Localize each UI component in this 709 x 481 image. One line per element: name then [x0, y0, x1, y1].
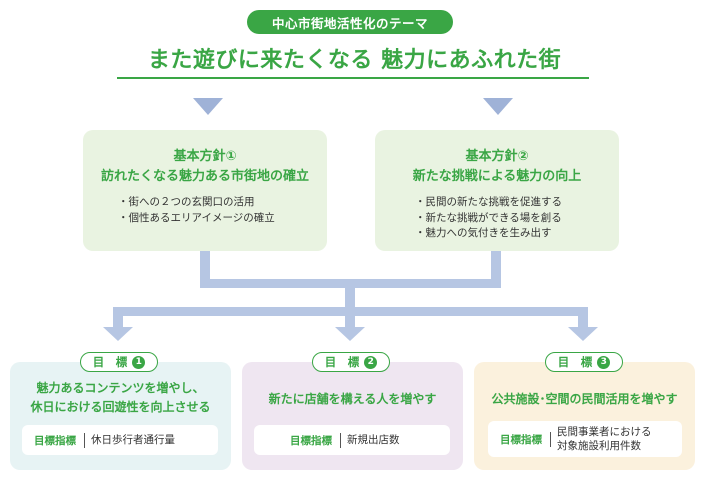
metric-key: 目標指標: [254, 432, 341, 448]
metric-key: 目標指標: [22, 432, 85, 448]
metric-value: 新規出店数: [341, 433, 400, 447]
goal-label: 目 標 1: [80, 352, 158, 372]
policy-box-2: 基本方針② 新たな挑戦による魅力の向上 ・民間の新たな挑戦を促進する ・新たな挑…: [375, 130, 619, 251]
policy-bullet-list: ・街への２つの玄関口の活用 ・個性あるエリアイメージの確立: [118, 195, 327, 226]
main-title: また遊びに来たくなる 魅力にあふれた街: [147, 48, 562, 73]
policy-box-1: 基本方針① 訪れたくなる魅力ある市街地の確立 ・街への２つの玄関口の活用 ・個性…: [83, 130, 327, 251]
metric-value-line: 休日歩行者通行量: [91, 434, 175, 446]
goal-text: 新たに店舗を構える人を増やす: [242, 390, 463, 409]
metric-value-line: 対象施設利用件数: [557, 440, 641, 452]
goal-text: 魅力あるコンテンツを増やし、 休日における回遊性を向上させる: [10, 379, 231, 417]
metric-value-line: 民間事業者における: [557, 426, 652, 438]
down-arrow-icon: [568, 327, 598, 341]
title-underline: [117, 77, 589, 79]
goal-number-badge: 2: [364, 355, 378, 369]
down-arrow-icon: [103, 327, 133, 341]
goal-metric: 目標指標 休日歩行者通行量: [22, 425, 218, 455]
down-arrow-icon: [193, 98, 223, 115]
metric-key: 目標指標: [488, 431, 551, 447]
policy-bullet: ・民間の新たな挑戦を促進する: [415, 196, 562, 208]
connector-line: [113, 307, 123, 329]
goal-text: 公共施設･空間の民間活用を増やす: [474, 390, 695, 409]
goal-metric: 目標指標 新規出店数: [254, 425, 450, 455]
connector-line: [345, 279, 355, 315]
goal-text-line: 休日における回遊性を向上させる: [30, 400, 211, 414]
connector-line: [578, 307, 588, 329]
goal-metric: 目標指標 民間事業者における 対象施設利用件数: [488, 421, 682, 457]
goal-text-line: 新たに店舗を構える人を増やす: [268, 392, 437, 406]
metric-value-line: 新規出店数: [347, 434, 400, 446]
goal-label: 目 標 3: [545, 352, 623, 372]
goal-number-badge: 3: [597, 355, 611, 369]
policy-bullet: ・個性あるエリアイメージの確立: [118, 211, 275, 224]
goal-label-text: 目 標: [324, 355, 360, 369]
goal-label: 目 標 2: [312, 352, 390, 372]
policy-subtitle: 新たな挑戦による魅力の向上: [412, 169, 582, 184]
goal-text-line: 公共施設･空間の民間活用を増やす: [491, 392, 678, 406]
theme-label: 中心市街地活性化のテーマ: [247, 10, 453, 34]
policy-heading: 基本方針②: [465, 149, 529, 164]
down-arrow-icon: [483, 98, 513, 115]
goal-number-badge: 1: [132, 355, 146, 369]
policy-heading: 基本方針①: [173, 149, 237, 164]
goal-label-text: 目 標: [92, 355, 128, 369]
connector-line: [200, 251, 210, 287]
connector-line: [345, 307, 355, 329]
metric-value: 休日歩行者通行量: [85, 433, 175, 447]
connector-line: [491, 251, 501, 287]
policy-bullet-list: ・民間の新たな挑戦を促進する ・新たな挑戦ができる場を創る ・魅力への気付きを生…: [415, 195, 619, 242]
policy-bullet: ・魅力への気付きを生み出す: [415, 227, 552, 239]
goal-label-text: 目 標: [557, 355, 593, 369]
policy-subtitle: 訪れたくなる魅力ある市街地の確立: [100, 169, 309, 184]
metric-value: 民間事業者における 対象施設利用件数: [551, 425, 652, 453]
policy-bullet: ・新たな挑戦ができる場を創る: [415, 211, 562, 224]
goal-text-line: 魅力あるコンテンツを増やし、: [36, 381, 205, 395]
policy-bullet: ・街への２つの玄関口の活用: [118, 196, 255, 208]
down-arrow-icon: [335, 327, 365, 341]
